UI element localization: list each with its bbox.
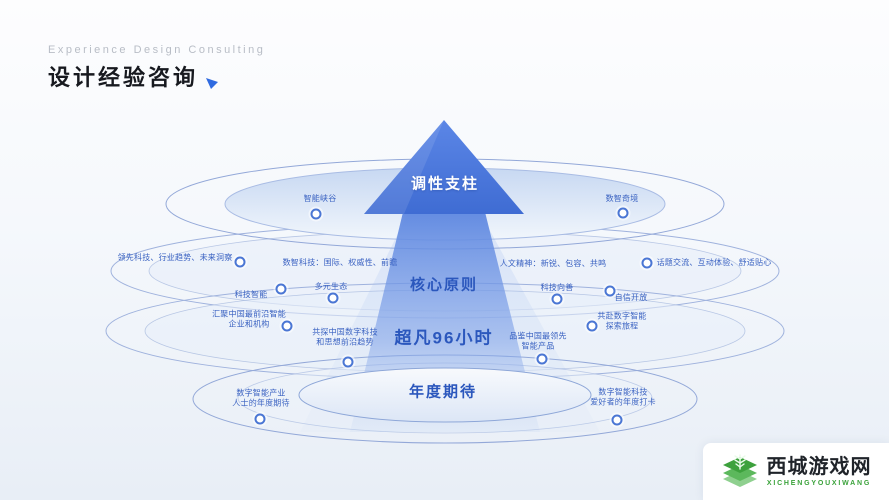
ring-label: 话题交流、互动体验、舒适贴心	[656, 257, 772, 267]
arrow-level-label: 核心原则	[409, 276, 479, 294]
ring-label: 共探中国数字科技 和思想前沿趋势	[312, 327, 378, 347]
ring-label: 自信开放	[614, 292, 648, 302]
ring-node-dot	[536, 353, 548, 365]
arrow-level-label: 年度期待	[408, 383, 478, 401]
watermark-latin: XICHENGYOUXIWANG	[766, 480, 872, 487]
ring-node-dot	[641, 257, 653, 269]
ring-label: 智能峡谷	[303, 193, 337, 203]
page-title: 设计经验咨询	[48, 65, 199, 90]
watermark-name: 西城游戏网	[766, 456, 872, 478]
ring-label: 共赴数字智能 探索旅程	[597, 311, 647, 331]
ring-node-dot	[310, 208, 322, 220]
ring-node-dot	[275, 283, 287, 295]
ring-label: 品鉴中国最领先 智能产品	[509, 331, 567, 351]
ring-node-dot	[611, 414, 623, 426]
ring-label: 科技向善	[540, 282, 574, 292]
ring-label: 汇聚中国最前沿智能 企业和机构	[212, 309, 286, 329]
ring-label: 人文精神：新锐、包容、共鸣	[499, 258, 607, 268]
ring-label: 领先科技、行业趋势、未来洞察	[117, 252, 233, 262]
ring-node-dot	[342, 356, 354, 368]
ring-node-dot	[234, 256, 246, 268]
page-header: Experience Design Consulting 设计经验咨询	[48, 44, 265, 92]
ring-node-dot	[617, 207, 629, 219]
arrow-level-label: 超凡96小时	[394, 328, 494, 348]
wheat-layers-logo-icon	[722, 453, 757, 487]
ring-node-dot	[604, 285, 616, 297]
arrow-level-label: 调性支柱	[410, 175, 480, 193]
ring-node-dot	[254, 413, 266, 425]
ring-node-dot	[586, 320, 598, 332]
ring-node-dot	[281, 320, 293, 332]
site-watermark: 西城游戏网 XICHENGYOUXIWANG	[703, 443, 889, 500]
ring-label: 科技智能	[234, 289, 268, 299]
header-eyebrow: Experience Design Consulting	[48, 44, 266, 56]
ring-label: 数智科技：国际、权威性、前瞻	[282, 257, 398, 267]
ring-node-dot	[551, 293, 563, 305]
ring-label: 多元生态	[314, 281, 348, 291]
ring-label: 数字智能科技 爱好者的年度打卡	[590, 387, 656, 407]
ring-label: 数字智能产业 人士的年度期待	[232, 388, 290, 408]
ring-label: 数智奇境	[605, 193, 639, 203]
ring-node-dot	[327, 292, 339, 304]
cursor-triangle-icon	[206, 78, 219, 89]
